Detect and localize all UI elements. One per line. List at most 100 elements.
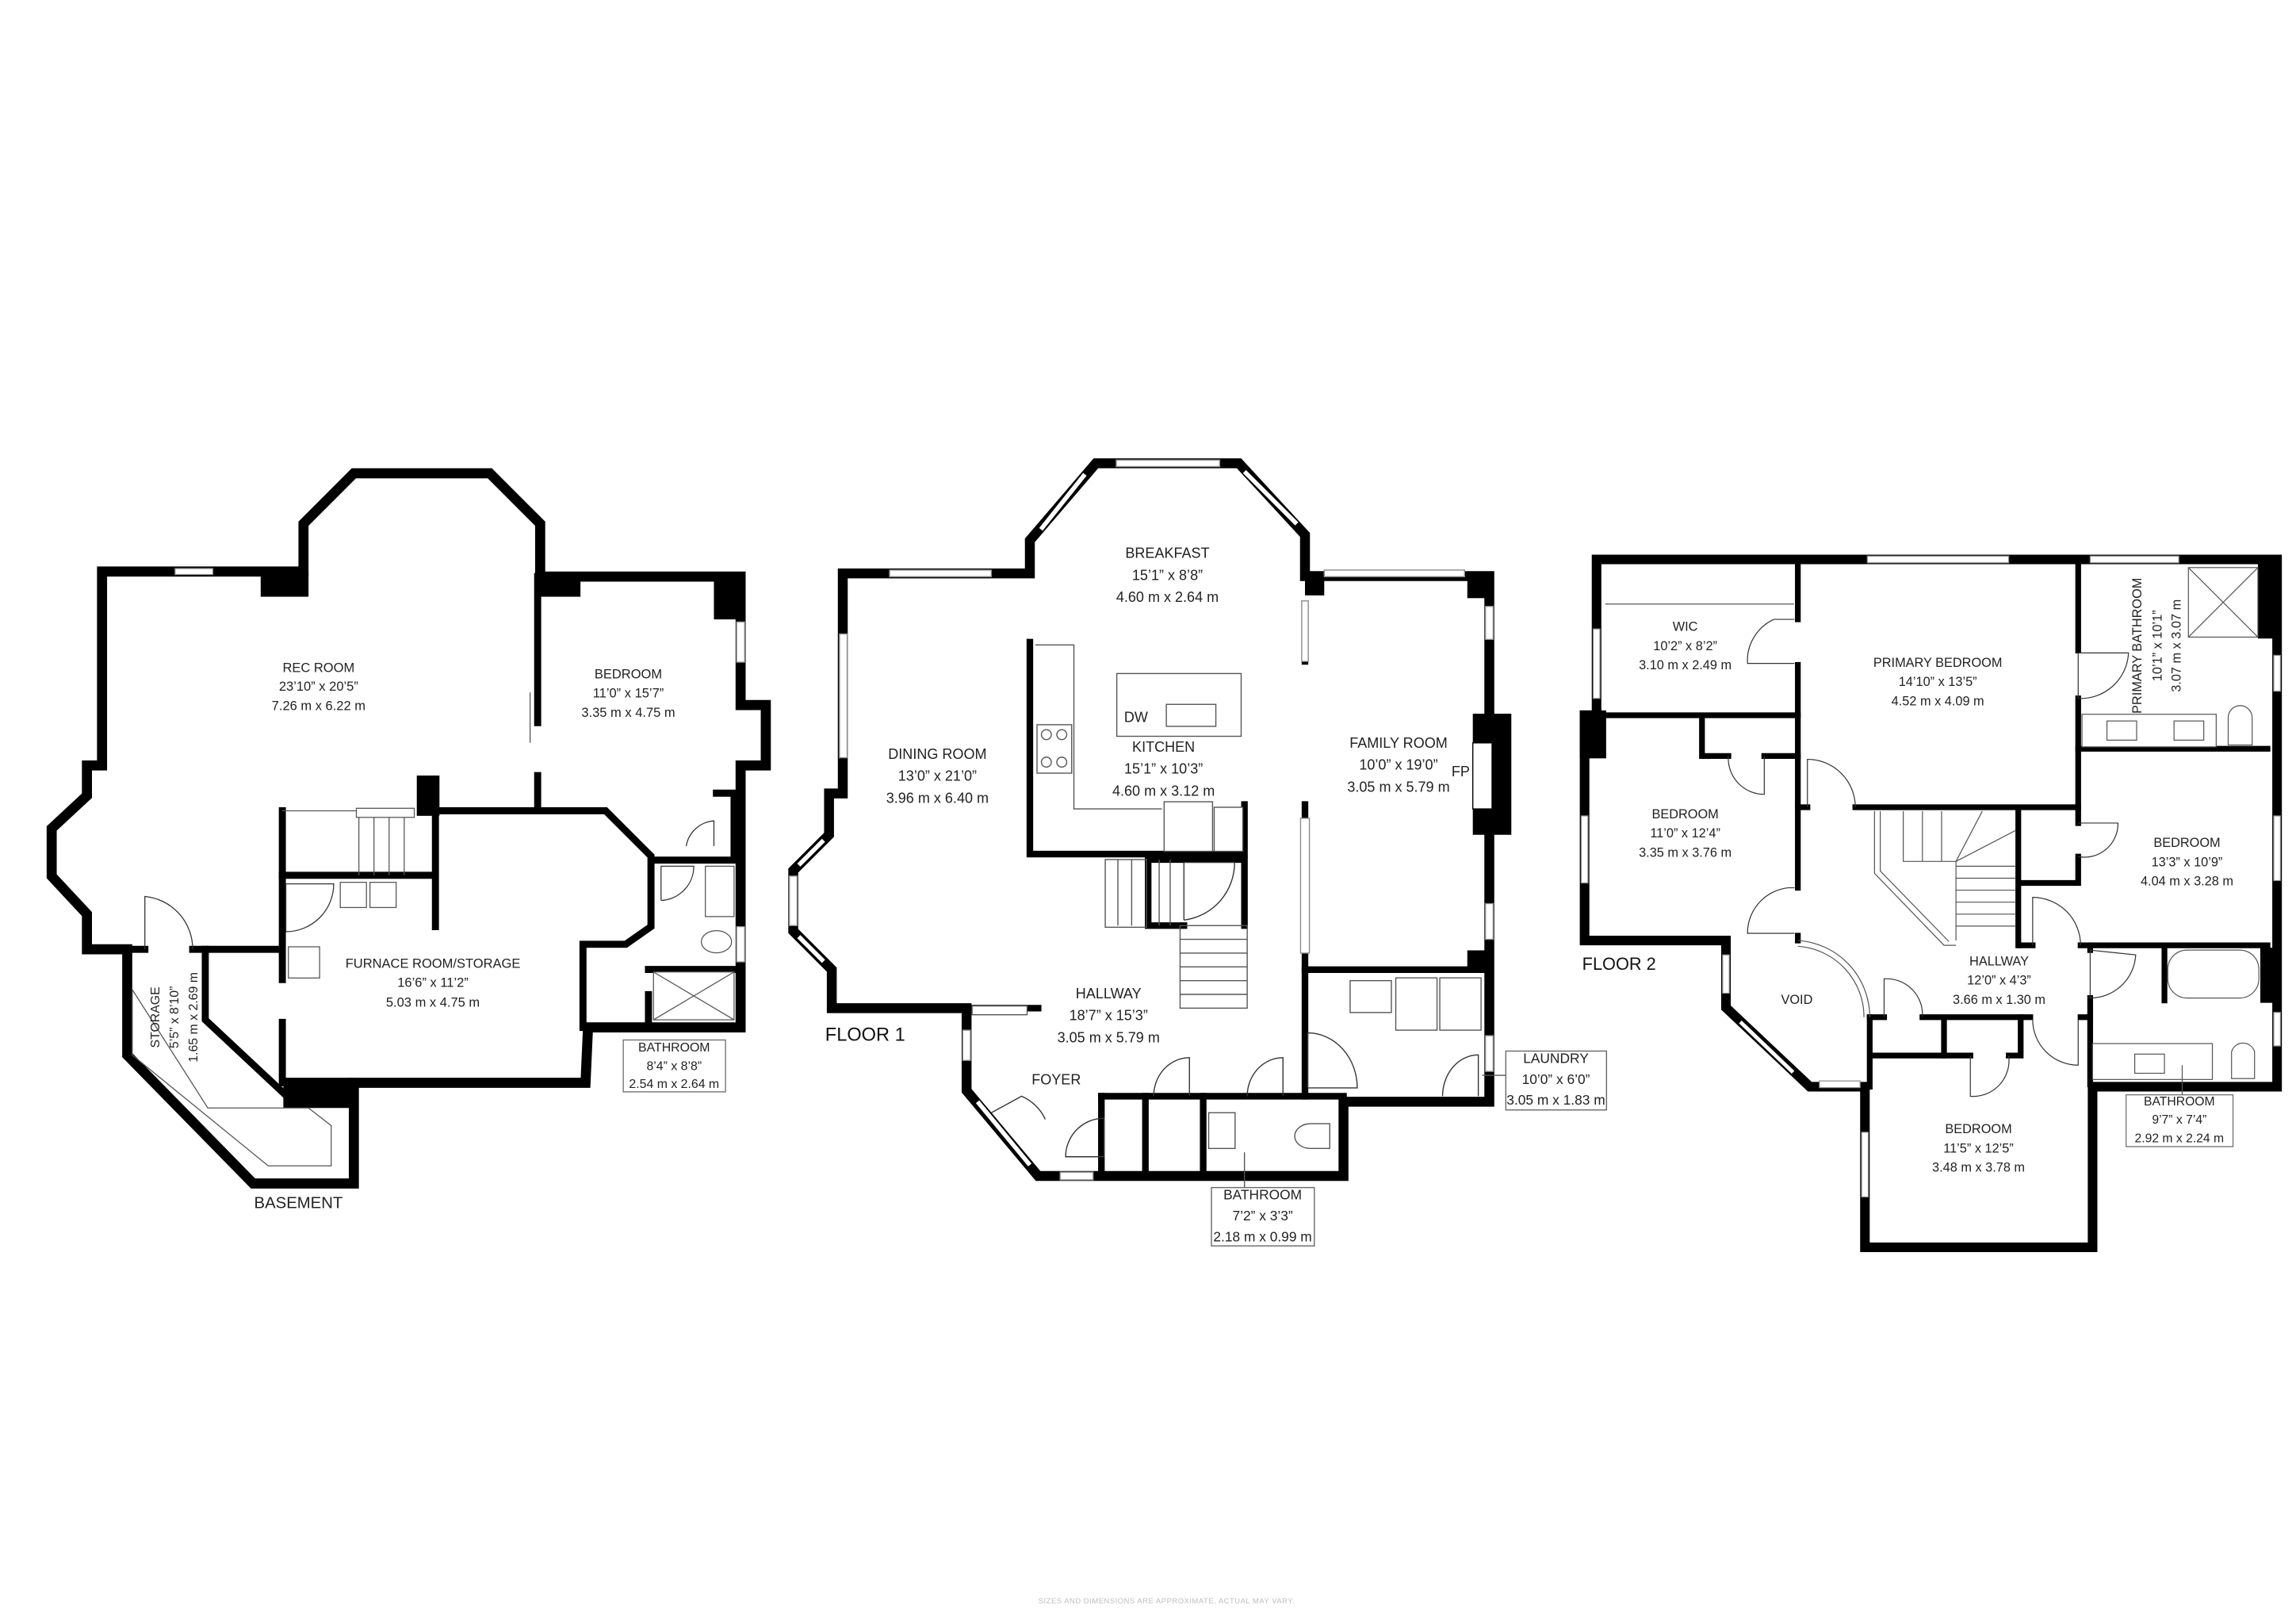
- window: [736, 621, 745, 663]
- svg-text:5’5” x 8’10”: 5’5” x 8’10”: [168, 986, 182, 1048]
- door[interactable]: [1747, 619, 1795, 665]
- svg-text:BATHROOM: BATHROOM: [1223, 1187, 1302, 1203]
- svg-text:16’6” x 11’2”: 16’6” x 11’2”: [397, 976, 469, 990]
- door[interactable]: [1183, 861, 1235, 921]
- svg-text:LAUNDRY: LAUNDRY: [1523, 1050, 1589, 1066]
- door[interactable]: [660, 865, 695, 902]
- room-label-bedroom-west: BEDROOM 11’0” x 12’4” 3.35 m x 3.76 m: [1639, 807, 1732, 860]
- room-label-bedroom: BEDROOM 11’0” x 15’7” 3.35 m x 4.75 m: [581, 667, 675, 720]
- window: [1059, 1171, 1094, 1181]
- door[interactable]: [144, 895, 193, 950]
- basement-stairs: [358, 817, 405, 875]
- svg-text:3.05 m x 1.83 m: 3.05 m x 1.83 m: [1506, 1092, 1605, 1108]
- door[interactable]: [2077, 652, 2130, 699]
- svg-text:3.35 m x 3.76 m: 3.35 m x 3.76 m: [1639, 845, 1732, 860]
- door[interactable]: [1883, 978, 1923, 1017]
- window: [1819, 1080, 1861, 1089]
- washer: [1395, 977, 1438, 1031]
- door[interactable]: [1747, 887, 1795, 934]
- room-label-furnace-room: FURNACE ROOM/STORAGE 16’6” x 11’2” 5.03 …: [346, 957, 521, 1010]
- svg-text:10’0” x 6’0”: 10’0” x 6’0”: [1522, 1071, 1590, 1087]
- window: [1323, 569, 1465, 577]
- door[interactable]: [2078, 822, 2119, 858]
- room-label-primary-bathroom: PRIMARY BATHROOM 10’1” x 10’1” 3.07 m x …: [2130, 578, 2184, 714]
- room-label-storage: STORAGE 5’5” x 8’10” 1.65 m x 2.69 m: [149, 972, 201, 1063]
- basement-exterior-wall: [46, 468, 771, 1189]
- sink: [705, 865, 735, 917]
- svg-text:3.66 m x 1.30 m: 3.66 m x 1.30 m: [1953, 993, 2045, 1007]
- svg-text:WIC: WIC: [1673, 620, 1698, 634]
- door[interactable]: [285, 883, 335, 933]
- door[interactable]: [1969, 1055, 2010, 1097]
- svg-text:2.54 m x 2.64 m: 2.54 m x 2.64 m: [629, 1078, 719, 1091]
- room-label-void: VOID: [1781, 993, 1813, 1007]
- floor-2-plan: WIC 10’2” x 8’2” 3.10 m x 2.49 m PRIMARY…: [1579, 554, 2283, 1252]
- sink: [2133, 1053, 2165, 1074]
- svg-text:18’7” x 15’3”: 18’7” x 15’3”: [1070, 1008, 1148, 1024]
- sink: [2173, 720, 2205, 741]
- door[interactable]: [2032, 1019, 2079, 1066]
- floor-2-interior-walls: [1594, 556, 2271, 1090]
- svg-text:15’1” x 10’3”: 15’1” x 10’3”: [1124, 761, 1203, 777]
- window: [1484, 1035, 1494, 1072]
- door[interactable]: [1441, 1054, 1479, 1097]
- svg-text:FAMILY ROOM: FAMILY ROOM: [1349, 735, 1448, 751]
- front-door[interactable]: [991, 1095, 1047, 1120]
- svg-text:HALLWAY: HALLWAY: [1076, 986, 1142, 1002]
- room-label-bathroom: BATHROOM 9’7” x 7’4” 2.92 m x 2.24 m: [2126, 1065, 2234, 1147]
- room-label-bathroom: BATHROOM 7’2” x 3’3” 2.18 m x 0.99 m: [1211, 1152, 1315, 1247]
- room-label-bedroom-south: BEDROOM 11’5” x 12’5” 3.48 m x 3.78 m: [1932, 1122, 2025, 1174]
- basement-plan: REC ROOM 23’10” x 20’5” 7.26 m x 6.22 m …: [46, 468, 771, 1212]
- door[interactable]: [1807, 758, 1856, 808]
- room-label-bathroom: BATHROOM 8’4” x 8’8” 2.54 m x 2.64 m: [622, 1039, 726, 1093]
- window: [1866, 555, 2010, 564]
- svg-text:4.52 m x 4.09 m: 4.52 m x 4.09 m: [1892, 694, 1984, 708]
- room-label-laundry: LAUNDRY 10’0” x 6’0” 3.05 m x 1.83 m: [1482, 1050, 1608, 1111]
- svg-text:11’0” x 15’7”: 11’0” x 15’7”: [593, 686, 664, 700]
- svg-text:3.48 m x 3.78 m: 3.48 m x 3.78 m: [1932, 1160, 2025, 1174]
- window: [839, 633, 848, 759]
- svg-text:PRIMARY BATHROOM: PRIMARY BATHROOM: [2130, 578, 2145, 714]
- svg-text:2.92 m x 2.24 m: 2.92 m x 2.24 m: [2135, 1132, 2225, 1145]
- window: [736, 925, 745, 963]
- door[interactable]: [2032, 897, 2081, 946]
- door[interactable]: [1307, 1032, 1358, 1089]
- svg-text:14’10” x 13’5”: 14’10” x 13’5”: [1899, 675, 1977, 689]
- window: [789, 875, 798, 926]
- svg-text:12’0” x 4’3”: 12’0” x 4’3”: [1967, 974, 2031, 988]
- svg-text:15’1” x 8’8”: 15’1” x 8’8”: [1132, 567, 1203, 583]
- door[interactable]: [1728, 756, 1765, 795]
- window: [1115, 459, 1221, 468]
- door[interactable]: [1153, 1057, 1190, 1097]
- dishwasher-label: DW: [1124, 709, 1148, 725]
- svg-text:3.05 m x 5.79 m: 3.05 m x 5.79 m: [1058, 1029, 1160, 1045]
- svg-text:8’4” x 8’8”: 8’4” x 8’8”: [646, 1059, 702, 1073]
- floor-title-basement: BASEMENT: [254, 1194, 343, 1212]
- toilet: [2231, 1042, 2256, 1079]
- dryer: [1439, 977, 1482, 1031]
- svg-text:PRIMARY BEDROOM: PRIMARY BEDROOM: [1873, 656, 2003, 670]
- svg-text:4.60 m x 3.12 m: 4.60 m x 3.12 m: [1112, 783, 1215, 799]
- svg-text:REC ROOM: REC ROOM: [282, 661, 354, 676]
- door[interactable]: [2089, 949, 2137, 999]
- svg-text:11’5” x 12’5”: 11’5” x 12’5”: [1943, 1141, 2014, 1155]
- void-railing: [1797, 940, 1870, 1017]
- window: [889, 569, 993, 577]
- bathtub: [2167, 949, 2260, 999]
- floor-1-stairs: [1104, 859, 1248, 1009]
- svg-text:BEDROOM: BEDROOM: [1945, 1122, 2011, 1136]
- door[interactable]: [1065, 1117, 1105, 1158]
- svg-text:10’2” x 8’2”: 10’2” x 8’2”: [1653, 639, 1717, 653]
- svg-text:3.35 m x 4.75 m: 3.35 m x 4.75 m: [581, 706, 675, 720]
- window: [1722, 954, 1730, 994]
- svg-text:BREAKFAST: BREAKFAST: [1125, 546, 1209, 561]
- window: [2089, 555, 2179, 564]
- svg-text:23’10” x 20’5”: 23’10” x 20’5”: [279, 680, 358, 694]
- floor-2-stairs: [1873, 810, 2016, 946]
- door[interactable]: [1246, 1057, 1284, 1097]
- door[interactable]: [685, 820, 715, 847]
- window: [962, 1029, 971, 1061]
- window: [1861, 1132, 1869, 1198]
- svg-text:4.04 m x 3.28 m: 4.04 m x 3.28 m: [2141, 875, 2233, 889]
